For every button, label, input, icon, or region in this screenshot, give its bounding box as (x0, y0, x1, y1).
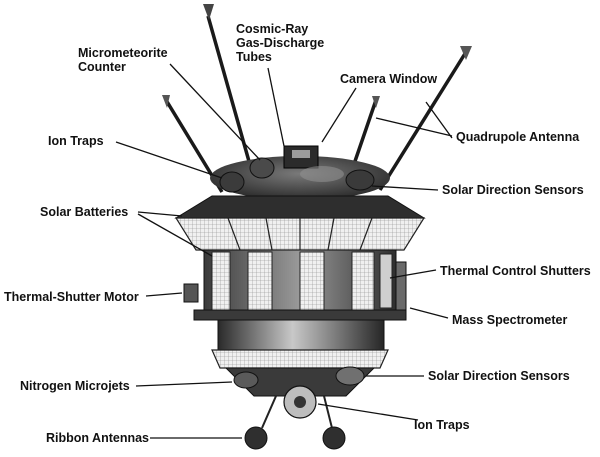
leader-thermal-motor (146, 293, 182, 296)
solar-sensor-top-right (346, 170, 374, 190)
label-solar-direction-sensors-bottom: Solar Direction Sensors (428, 369, 570, 383)
label-ion-traps-bottom: Ion Traps (414, 418, 470, 432)
label-thermal-shutter-motor: Thermal-Shutter Motor (4, 290, 139, 304)
label-thermal-control-shutters: Thermal Control Shutters (440, 264, 591, 278)
upper-ring-top (176, 196, 424, 218)
label-camera-window: Camera Window (340, 72, 437, 86)
label-nitrogen-microjets: Nitrogen Microjets (20, 379, 130, 393)
ribbon-antenna-strut-left (262, 396, 276, 428)
thermal-shutter-motor-body (184, 284, 198, 302)
lower-ion-trap-core (294, 396, 306, 408)
leader-ion-traps-top (116, 142, 222, 178)
antenna-tip-left-long (203, 4, 214, 20)
lower-cylinder (218, 320, 384, 350)
leader-cosmic-ray (268, 68, 284, 146)
leader-ion-traps-bottom (318, 404, 418, 420)
label-micrometeorite-counter: Micrometeorite Counter (78, 46, 168, 74)
micrometeorite-counter-body (250, 158, 274, 178)
label-solar-direction-sensors-top: Solar Direction Sensors (442, 183, 584, 197)
label-cosmic-ray-line2: Gas-Discharge (236, 36, 324, 50)
label-cosmic-ray-line1: Cosmic-Ray (236, 22, 324, 36)
top-dome-highlight (300, 166, 344, 182)
label-cosmic-ray-line3: Tubes (236, 50, 324, 64)
leader-micrometeorite (170, 64, 260, 160)
lower-body (212, 320, 388, 449)
leader-nitrogen-microjets (136, 382, 232, 386)
ion-trap-top-left (220, 172, 244, 192)
lower-solar-sensor (336, 367, 364, 385)
leader-solar-batteries-1 (138, 212, 182, 216)
label-mass-spectrometer: Mass Spectrometer (452, 313, 567, 327)
label-cosmic-ray-tubes: Cosmic-Ray Gas-Discharge Tubes (236, 22, 324, 64)
lower-solar-band (212, 350, 388, 368)
label-micrometeorite-line2: Counter (78, 60, 168, 74)
central-drum (184, 250, 406, 320)
ribbon-antenna-spool-left (245, 427, 267, 449)
label-ion-traps-top: Ion Traps (48, 134, 104, 148)
antenna-mast-right-short (352, 100, 376, 170)
nitrogen-microjet-cluster (234, 372, 258, 388)
ribbon-antenna-spool-right (323, 427, 345, 449)
ribbon-antenna-strut-right (324, 396, 332, 428)
label-solar-batteries: Solar Batteries (40, 205, 128, 219)
leader-camera-window (322, 88, 356, 142)
camera-window-lens (292, 150, 310, 158)
label-ribbon-antennas: Ribbon Antennas (46, 431, 149, 445)
upper-solar-ring (176, 196, 424, 250)
top-instrument-cluster (210, 146, 390, 200)
drum-lower-rim (194, 310, 406, 320)
leader-mass-spectrometer (410, 308, 448, 318)
label-quadrupole-antenna: Quadrupole Antenna (456, 130, 579, 144)
label-micrometeorite-line1: Micrometeorite (78, 46, 168, 60)
